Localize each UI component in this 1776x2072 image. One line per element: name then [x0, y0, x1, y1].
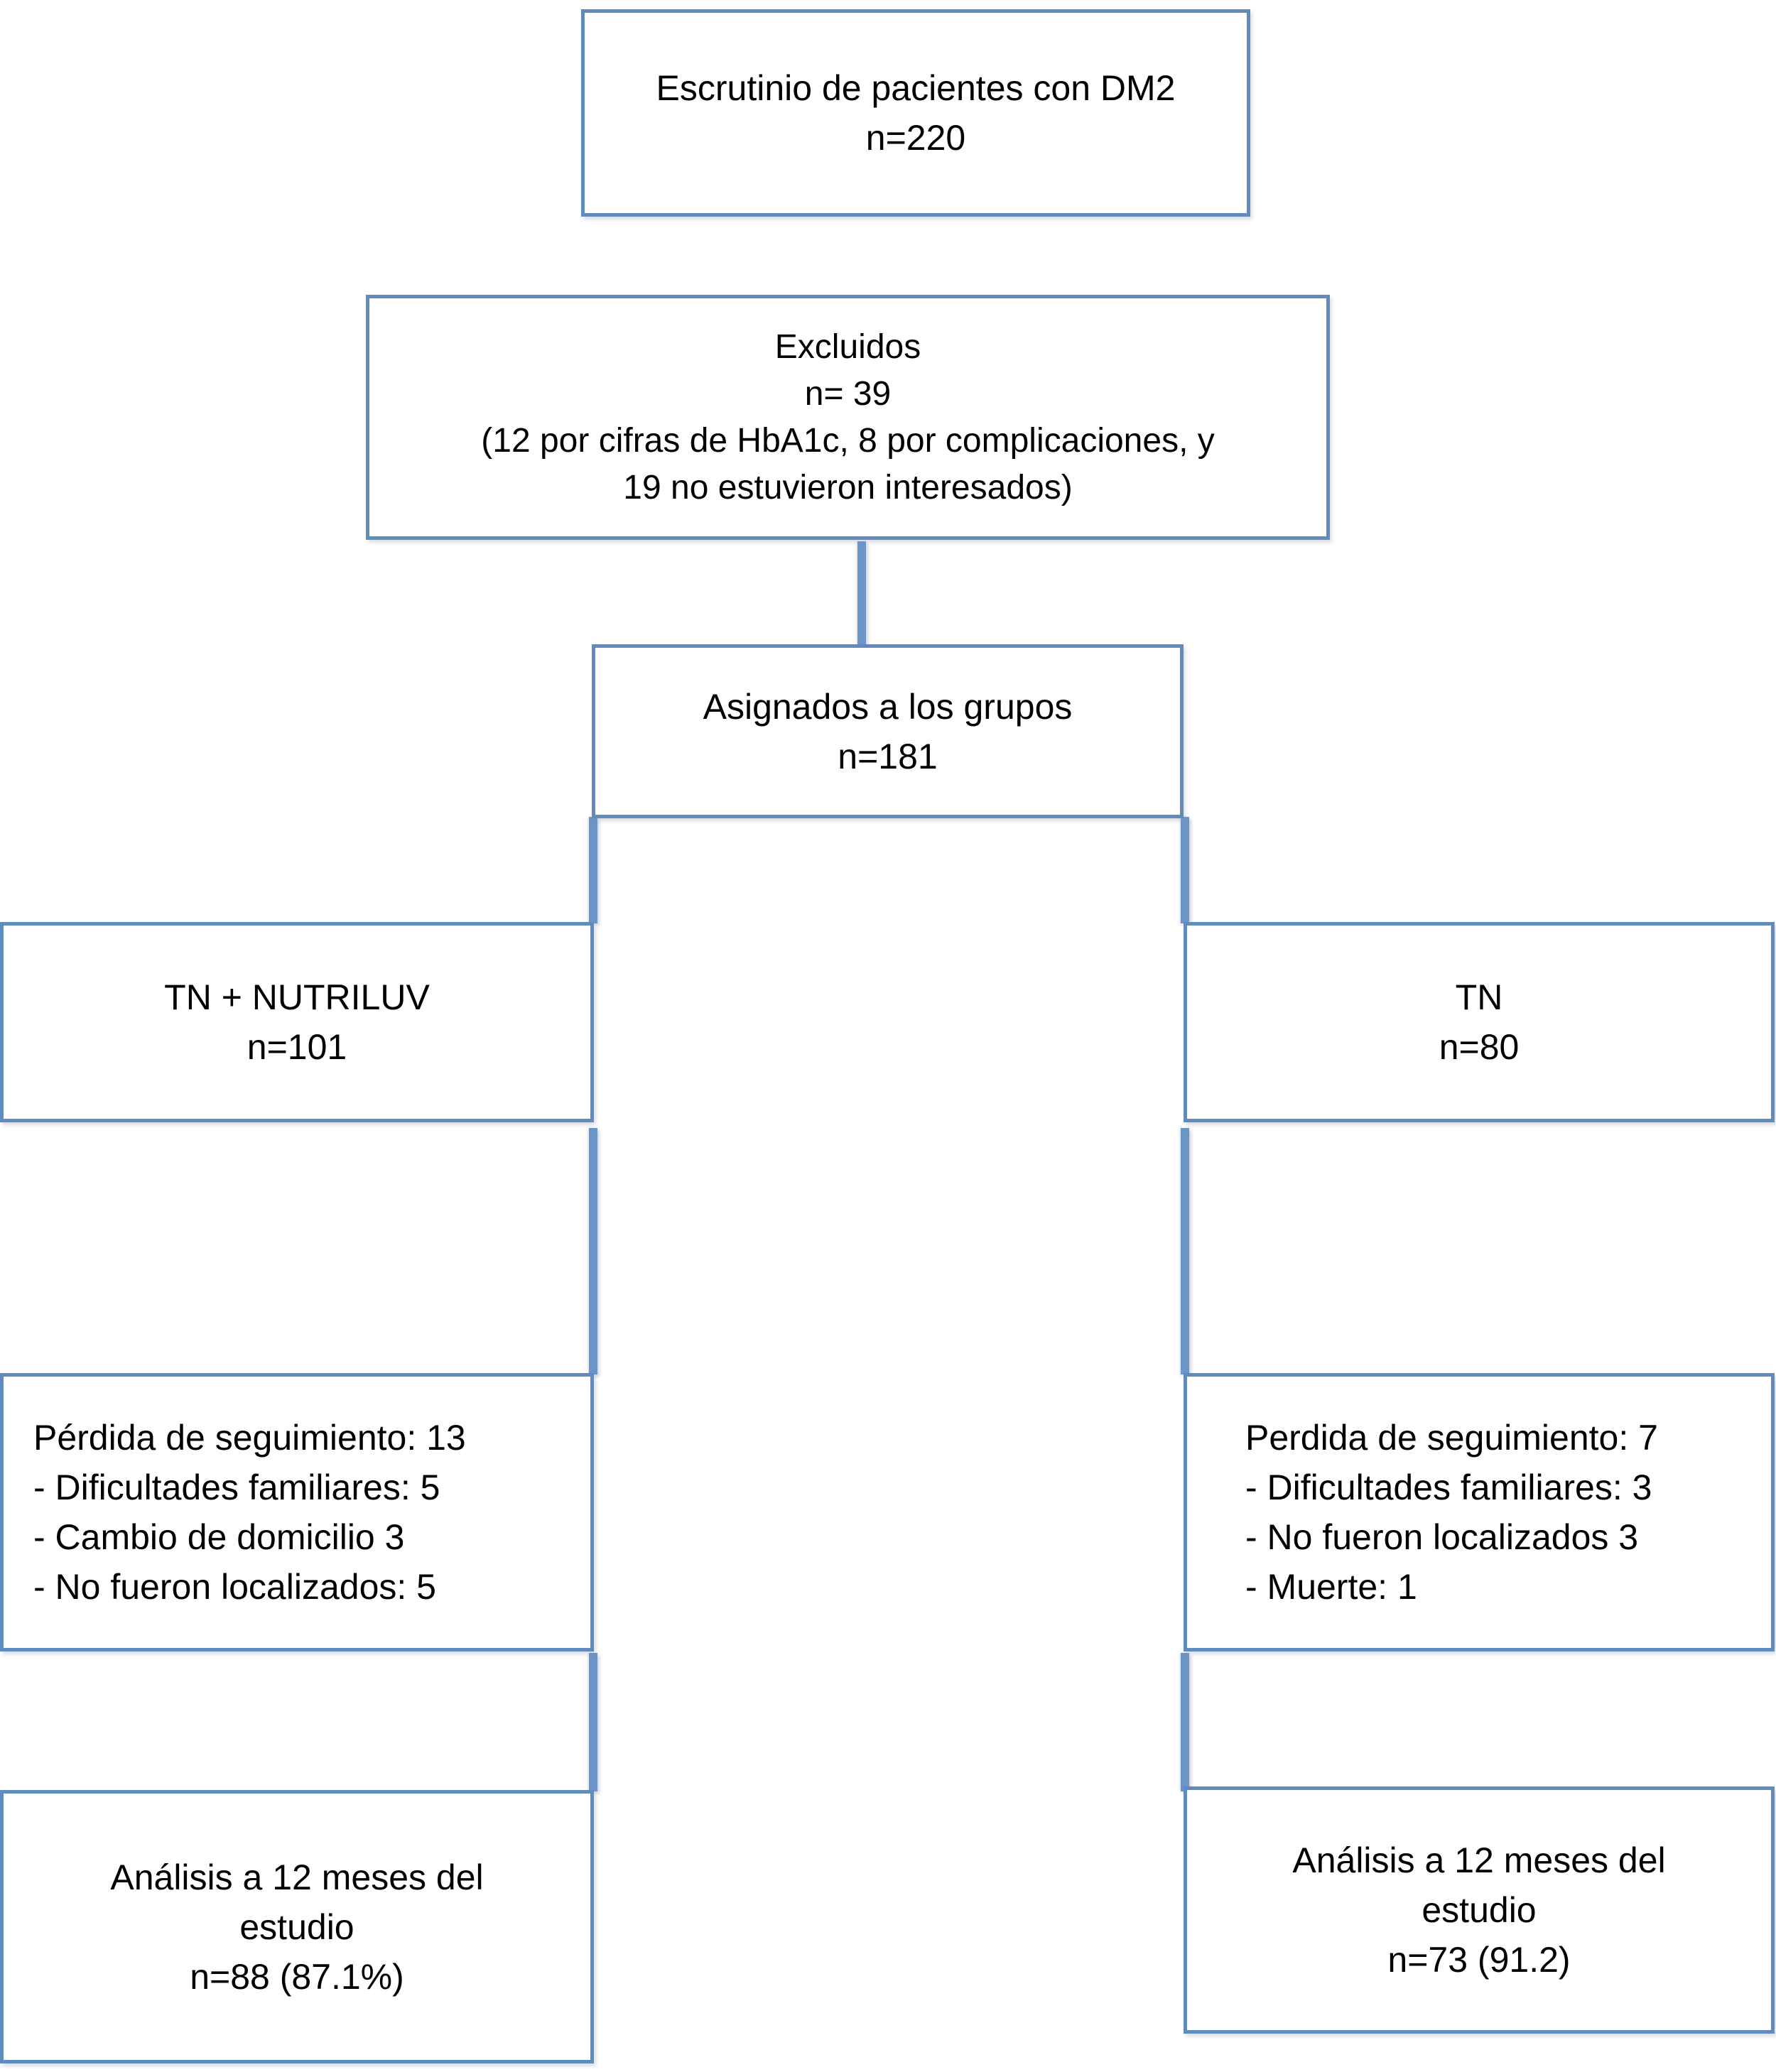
loss-tn-nutriluv-reason1: - Dificultades familiares: 5	[33, 1468, 440, 1507]
connector-assigned-to-group-left	[589, 817, 597, 923]
connector-group-right-to-loss-right	[1181, 1128, 1189, 1374]
loss-tn-nutriluv-reason2: - Cambio de domicilio 3	[33, 1517, 405, 1557]
excluded-count: n= 39	[804, 374, 892, 413]
flow-box-analysis-tn: Análisis a 12 meses del estudio n=73 (91…	[1184, 1786, 1775, 2034]
group-tn-title: TN	[1455, 977, 1503, 1017]
flow-box-loss-tn: Perdida de seguimiento: 7 - Dificultades…	[1184, 1373, 1775, 1651]
flow-box-group-tn: TN n=80	[1184, 922, 1775, 1122]
screening-count: n=220	[865, 118, 966, 158]
connector-loss-right-to-analysis-right	[1181, 1653, 1189, 1791]
excluded-reasons-line2: 19 no estuvieron interesados)	[623, 468, 1073, 506]
flow-box-screening: Escrutinio de pacientes con DM2 n=220	[581, 9, 1250, 217]
flow-box-loss-tn-nutriluv: Pérdida de seguimiento: 13 - Dificultade…	[0, 1373, 594, 1651]
analysis-tn-nutriluv-line1: Análisis a 12 meses del	[110, 1857, 484, 1897]
loss-tn-reason3: - Muerte: 1	[1245, 1567, 1417, 1607]
analysis-tn-line2: estudio	[1422, 1890, 1537, 1930]
assigned-title: Asignados a los grupos	[703, 686, 1073, 727]
connector-loss-left-to-analysis-left	[589, 1653, 597, 1791]
excluded-title: Excluidos	[774, 327, 921, 366]
connector-assigned-to-group-right	[1181, 817, 1189, 923]
assigned-count: n=181	[838, 736, 938, 776]
flow-box-analysis-tn-nutriluv: Análisis a 12 meses del estudio n=88 (87…	[0, 1790, 594, 2063]
loss-tn-nutriluv-reason3: - No fueron localizados: 5	[33, 1567, 436, 1607]
group-tn-nutriluv-title: TN + NUTRILUV	[164, 977, 430, 1017]
loss-tn-reason2: - No fueron localizados 3	[1245, 1517, 1639, 1557]
analysis-tn-nutriluv-line2: estudio	[239, 1906, 354, 1947]
flow-box-group-tn-nutriluv: TN + NUTRILUV n=101	[0, 922, 594, 1122]
excluded-reasons-line1: (12 por cifras de HbA1c, 8 por complicac…	[481, 421, 1215, 460]
flow-box-assigned: Asignados a los grupos n=181	[592, 644, 1184, 818]
analysis-tn-line1: Análisis a 12 meses del	[1292, 1840, 1666, 1880]
analysis-tn-count: n=73 (91.2)	[1387, 1940, 1571, 1980]
flow-box-excluded: Excluidos n= 39 (12 por cifras de HbA1c,…	[366, 295, 1330, 540]
group-tn-count: n=80	[1439, 1027, 1520, 1067]
screening-title: Escrutinio de pacientes con DM2	[656, 68, 1176, 108]
connector-group-left-to-loss-left	[589, 1128, 597, 1374]
analysis-tn-nutriluv-count: n=88 (87.1%)	[190, 1956, 404, 1997]
loss-tn-title: Perdida de seguimiento: 7	[1245, 1418, 1658, 1458]
loss-tn-reason1: - Dificultades familiares: 3	[1245, 1468, 1652, 1507]
connector-excluded-to-assigned	[857, 541, 866, 644]
group-tn-nutriluv-count: n=101	[247, 1027, 347, 1067]
loss-tn-nutriluv-title: Pérdida de seguimiento: 13	[33, 1418, 466, 1458]
